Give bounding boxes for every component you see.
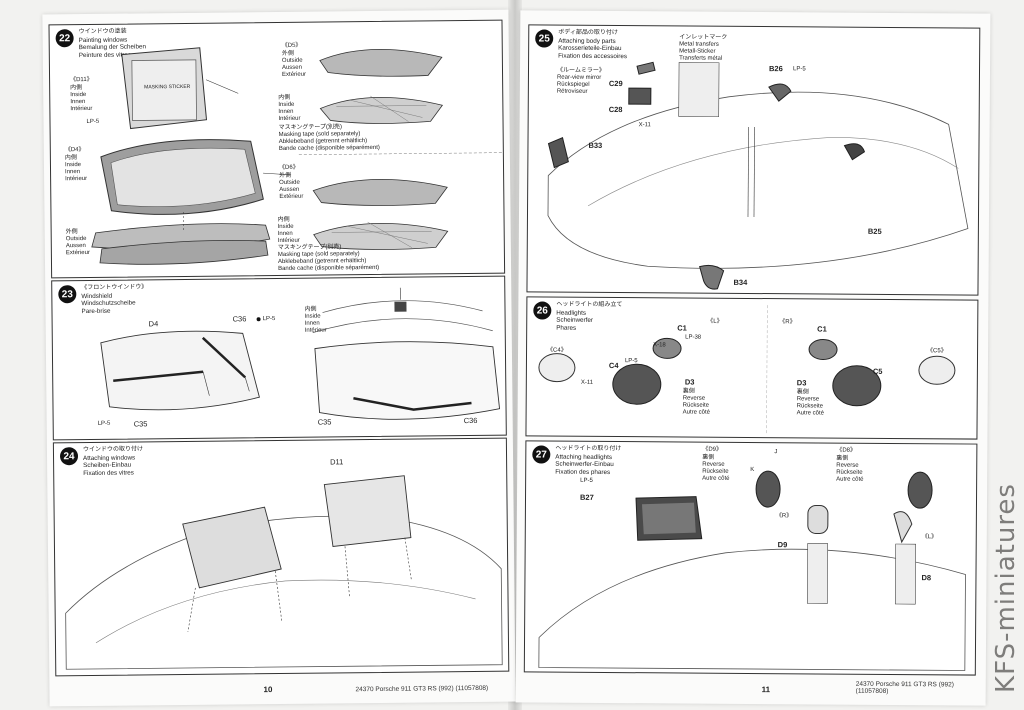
label-d5-outside: 外側 Outside Aussen Extérieur [281,50,307,78]
step-23-illustration [100,287,501,420]
label-masking-tape-2: マスキングテープ(別売) Masking tape (sold separate… [277,244,380,273]
step-25-panel: 25 ボディ部品の取り付け Attaching body parts Karos… [526,24,981,296]
label-d3-b: D3 [796,378,807,388]
label-lp5: LP-5 [262,316,276,323]
label-c36: C36 [232,314,247,324]
lp5-marker [256,317,261,322]
label-x11: X-11 [580,379,594,386]
label-d6-inside: 内側 Inside Innen Intérieur [277,216,300,245]
label-c1-b: C1 [817,324,827,334]
label-reverse: 裏側 Reverse Rückseite Autre côté [702,454,730,482]
label-lp5: LP-5 [624,358,638,365]
label-lp5: LP-5 [86,118,100,126]
page-number: 10 [263,685,273,695]
label-b33: B33 [588,140,603,150]
label-lp38: LP-38 [685,334,702,341]
label-outside: 外側 Outside Aussen Extérieur [65,229,90,257]
label-d11: D11 [330,457,344,467]
label-d6-outside: 外側 Outside Aussen Extérieur [279,172,304,200]
label-d4: D4 [148,319,159,329]
label-c4-part: 《C4》 [547,347,567,354]
label-inside-d4: 内側 Inside Innen Intérieur [64,155,88,183]
label-metal-transfers: インレットマーク Metal transfers Metall-Sticker … [679,34,728,62]
label-mirror: 《ルームミラー》 Rear-view mirror Rückspiegel Ré… [556,67,605,95]
label-j: J [774,449,778,456]
label-d8: D8 [921,573,932,583]
step-27-panel: 27 ヘッドライトの取り付け Attaching headlights Sche… [523,440,978,676]
step-26-illustration [538,305,956,434]
label-b34: B34 [733,277,748,287]
step-23-panel: 23 《フロントウインドウ》 Windshield Windschutzsche… [51,275,507,441]
step-24-illustration [65,475,503,670]
label-c36-b: C36 [463,415,478,426]
label-d5-inside: 内側 Inside Innen Intérieur [278,94,301,122]
label-b25: B25 [867,226,882,236]
label-lp5: LP-5 [580,477,593,484]
label-c29: C29 [608,78,623,89]
step-22-panel: 22 ウインドウの塗装 Painting windows Bemalung de… [48,19,506,279]
label-c4: C4 [608,360,619,371]
label-d4: 《D4》 [64,147,85,154]
left-page: 22 ウインドウの塗装 Painting windows Bemalung de… [42,9,516,707]
label-reverse-2: 裏側 Reverse Rückseite Autre côté [836,455,864,483]
label-c35-b: C35 [317,417,332,427]
label-d3: D3 [684,377,695,387]
label-lp5: LP-5 [792,66,806,73]
masking-sticker-label: MASKING STICKER [144,83,191,91]
label-l: 《L》 [707,318,723,325]
page-footer: 24370 Porsche 911 GT3 RS (992) (11057808… [855,680,954,695]
label-d9-part: 《D9》 [702,446,723,453]
label-d8-part: 《D8》 [836,447,857,454]
label-b26: B26 [768,64,783,74]
label-d9: D9 [777,540,788,550]
label-b27: B27 [579,492,594,502]
label-reverse-2: 裏側 Reverse Rückseite Autre côté [796,389,824,417]
label-x11: X-11 [638,122,651,129]
step-26-panel: 26 ヘッドライトの組み立て Headlights Scheinwerfer P… [525,296,979,440]
page-footer: 24370 Porsche 911 GT3 RS (992) (11057808… [355,684,489,694]
label-d6: 《D6》 [278,164,299,171]
label-c35: C35 [133,419,148,429]
label-masking-tape: マスキングテープ(別売) Masking tape (sold separate… [278,124,380,152]
label-c1: C1 [677,323,687,333]
step-27-illustration [538,470,966,671]
step-25-illustration [547,61,969,290]
label-r: 《R》 [775,513,793,520]
label-c5-part: 《C5》 [927,348,947,355]
label-inside: 内側 Inside Innen Intérieur [304,306,327,334]
label-c28: C28 [608,104,623,115]
step-24-panel: 24 ウインドウの取り付け Attaching windows Scheiben… [52,437,510,677]
label-x18: X-18 [653,342,666,349]
step-22-illustration [91,47,503,265]
label-k: K [750,466,755,474]
label-d11: 《D11》 [70,76,93,84]
label-l: 《L》 [921,534,938,541]
page-number: 11 [761,685,771,695]
watermark: KFS-miniatures [991,482,1021,693]
label-c5: C5 [872,366,883,376]
label-reverse: 裏側 Reverse Rückseite Autre côté [682,388,710,416]
label-inside: 内側 Inside Innen Intérieur [70,85,93,113]
label-lp5-b: LP-5 [97,420,111,427]
right-page: 25 ボディ部品の取り付け Attaching body parts Karos… [515,10,991,706]
label-r: 《R》 [779,319,796,326]
label-d5: 《D5》 [281,42,302,49]
